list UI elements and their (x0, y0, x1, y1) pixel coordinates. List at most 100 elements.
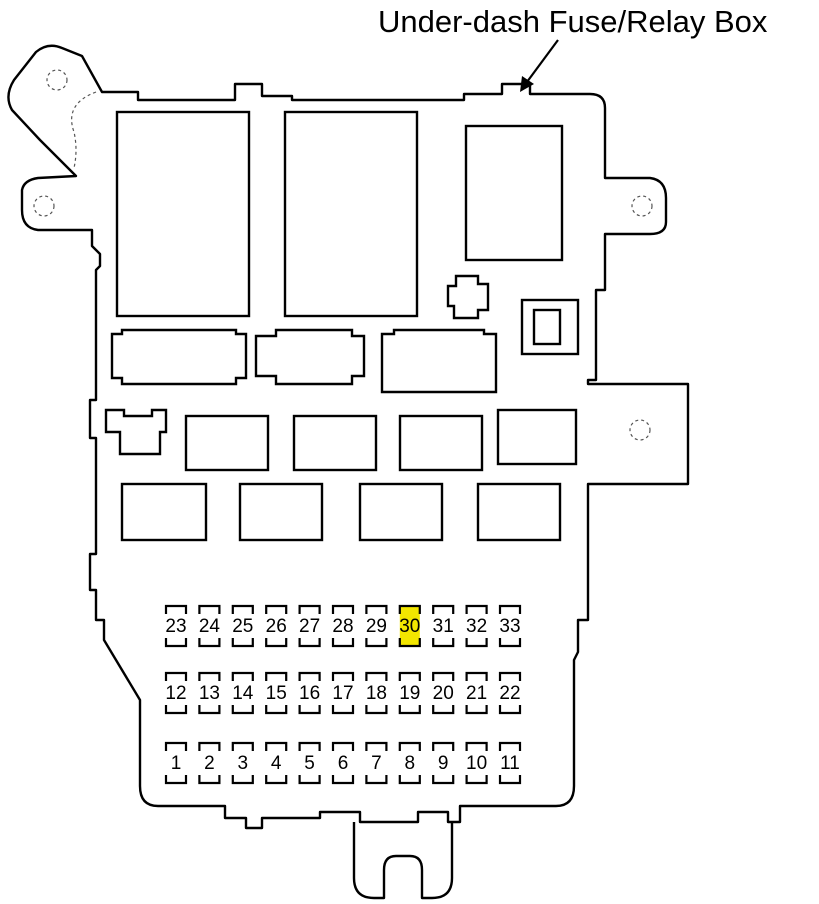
mounting-hole-right (631, 195, 653, 217)
fuse-box-housing (7, 44, 690, 830)
fuse-number: 22 (499, 683, 520, 704)
fuse-14: 14 (231, 671, 254, 715)
fuse-bracket-bottom (331, 775, 355, 785)
connector-left (104, 408, 168, 456)
fuse-22: 22 (498, 671, 522, 715)
fuse-1: 1 (164, 741, 188, 785)
fuse-number: 3 (238, 753, 249, 774)
fuse-21: 21 (465, 671, 488, 715)
fuse-18: 18 (365, 671, 388, 715)
fuse-20: 20 (432, 671, 455, 715)
fuse-number: 12 (165, 683, 186, 704)
fuse-number: 18 (366, 683, 387, 704)
fuse-bracket-top (298, 671, 321, 681)
fuse-number: 1 (171, 753, 182, 774)
relay-mini-4 (496, 408, 578, 466)
fuse-number: 14 (232, 683, 254, 704)
fuse-25: 25 (231, 604, 254, 648)
fuse-bracket-top (265, 604, 288, 614)
fuse-bracket-top (498, 604, 522, 614)
fuse-bracket-top (164, 671, 188, 681)
diagram-title: Under-dash Fuse/Relay Box (378, 4, 768, 39)
fuse-bracket-top (231, 741, 254, 751)
fuse-13: 13 (198, 671, 221, 715)
fuse-23: 23 (164, 604, 188, 648)
fuse-6: 6 (331, 741, 355, 785)
fuse-10: 10 (465, 741, 488, 785)
fuse-31: 31 (432, 604, 455, 648)
fuse-number: 21 (466, 683, 487, 704)
fuse-number: 23 (165, 616, 186, 637)
fuse-bracket-bottom (164, 705, 188, 715)
fuse-bracket-top (265, 741, 288, 751)
fuse-bracket-top (298, 604, 321, 614)
fuse-33: 33 (498, 604, 522, 648)
fuse-bracket-bottom (198, 638, 221, 648)
fuse-11: 11 (498, 741, 522, 785)
fuse-7: 7 (365, 741, 388, 785)
fuse-bracket-bottom (231, 775, 254, 785)
fuse-32: 32 (465, 604, 488, 648)
fuse-bracket-bottom (298, 705, 321, 715)
fuse-number: 30 (399, 616, 420, 637)
fuse-28: 28 (331, 604, 355, 648)
fuse-bracket-top (465, 671, 488, 681)
fuse-8: 8 (398, 741, 421, 785)
fuse-bracket-top (198, 604, 221, 614)
fuse-bracket-bottom (198, 705, 221, 715)
fuse-bracket-top (231, 671, 254, 681)
relay-large-3 (464, 124, 564, 262)
fuse-number: 17 (332, 683, 353, 704)
fuse-bracket-top (398, 671, 421, 681)
bottom-tab (352, 822, 454, 900)
fuse-bracket-top (465, 604, 488, 614)
fuse-bracket-top (164, 741, 188, 751)
relay-mini-3 (398, 414, 484, 472)
fuse-bracket-bottom (265, 638, 288, 648)
mounting-hole-far-right (629, 419, 651, 441)
fuse-bracket-bottom (432, 775, 455, 785)
fuse-bracket-bottom (331, 705, 355, 715)
fuse-bracket-top (331, 604, 355, 614)
fuse-bracket-top (365, 604, 388, 614)
fuse-bracket-bottom (432, 638, 455, 648)
fuse-bracket-bottom (465, 775, 488, 785)
fuse-27: 27 (298, 604, 321, 648)
fuse-bracket-bottom (298, 775, 321, 785)
fuse-number: 8 (405, 753, 416, 774)
fuse-26: 26 (265, 604, 288, 648)
fuse-bracket-bottom (365, 638, 388, 648)
fuse-bracket-top (465, 741, 488, 751)
fuse-number: 7 (371, 753, 382, 774)
fuse-bracket-top (164, 604, 188, 614)
fuse-17: 17 (331, 671, 355, 715)
fuse-number: 25 (232, 616, 253, 637)
fuse-number: 4 (271, 753, 282, 774)
fuse-bracket-bottom (498, 638, 522, 648)
fuse-number: 10 (466, 753, 487, 774)
connector-small (446, 274, 490, 320)
fuse-bracket-bottom (498, 775, 522, 785)
diode-socket-inner (532, 308, 562, 346)
fuse-number: 29 (366, 616, 387, 637)
fuse-number: 13 (199, 683, 220, 704)
fuse-bracket-top (432, 604, 455, 614)
fuse-bracket-bottom (365, 775, 388, 785)
fuse-number: 6 (338, 753, 349, 774)
fuse-bracket-top (298, 741, 321, 751)
fuse-2: 2 (198, 741, 221, 785)
fuse-bracket-bottom (331, 638, 355, 648)
fuse-bracket-top (365, 741, 388, 751)
fuse-bracket-bottom (432, 705, 455, 715)
fuse-bracket-bottom (465, 705, 488, 715)
fuse-bracket-bottom (265, 775, 288, 785)
fuse-bracket-top (498, 671, 522, 681)
fuse-number: 11 (500, 753, 520, 774)
fuse-bracket-top (432, 741, 455, 751)
fuse-24: 24 (198, 604, 221, 648)
fuse-bracket-top (432, 671, 455, 681)
fuse-number: 33 (499, 616, 520, 637)
fuse-highlight (399, 606, 420, 646)
